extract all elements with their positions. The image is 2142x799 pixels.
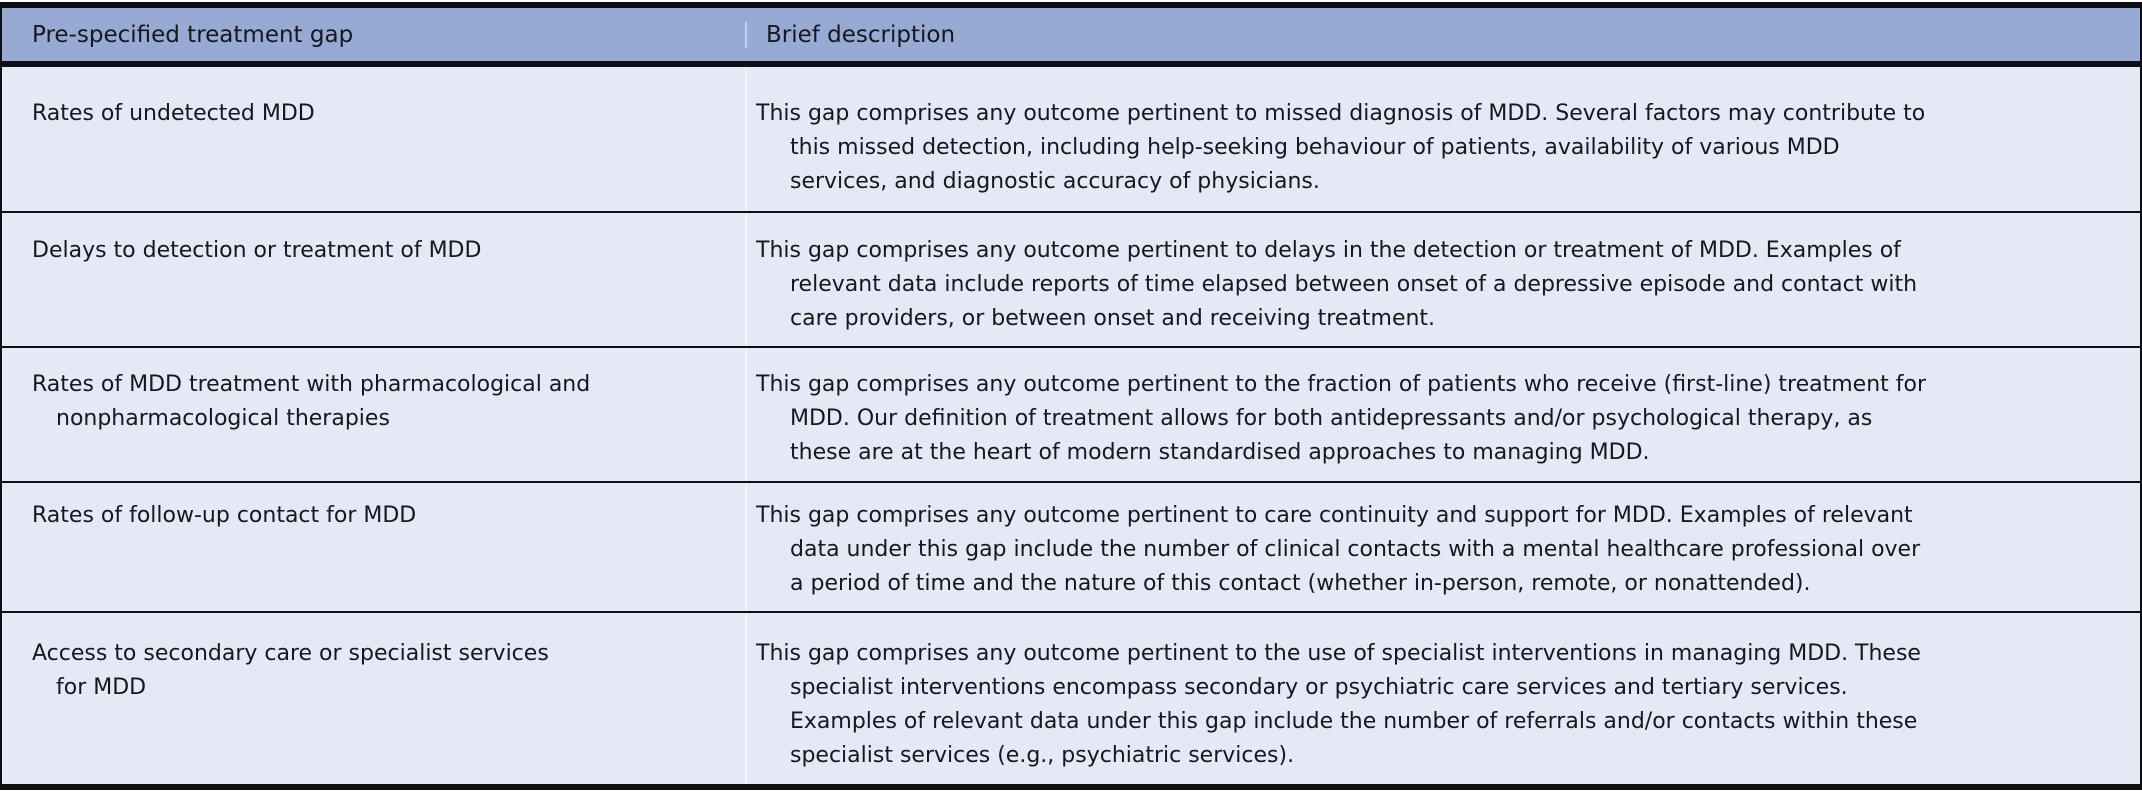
gap-text: Delays to detection or treatment of MDD (32, 238, 482, 263)
gap-text: Rates of follow-up contact for MDD (32, 503, 417, 528)
gap-cell: Rates of MDD treatment with pharmacologi… (2, 348, 745, 481)
description-cell: This gap comprises any outcome pertinent… (745, 483, 2140, 611)
description-text: This gap comprises any outcome pertinent… (756, 503, 1921, 596)
table-header-row: Pre-specified treatment gap Brief descri… (2, 8, 2140, 67)
gap-cell: Delays to detection or treatment of MDD (2, 213, 745, 346)
column-header-brief-description: Brief description (745, 22, 2140, 48)
description-cell: This gap comprises any outcome pertinent… (745, 213, 2140, 346)
column-header-treatment-gap: Pre-specified treatment gap (2, 22, 745, 48)
table-row: Rates of undetected MDD This gap compris… (2, 67, 2140, 211)
column-header-treatment-gap-label: Pre-specified treatment gap (32, 21, 354, 48)
gap-text: Rates of MDD treatment with pharmacologi… (32, 372, 591, 431)
gap-text: Rates of undetected MDD (32, 101, 315, 126)
description-text: This gap comprises any outcome pertinent… (756, 641, 1921, 768)
description-text: This gap comprises any outcome pertinent… (756, 101, 1926, 194)
gap-cell: Rates of follow-up contact for MDD (2, 483, 745, 611)
description-cell: This gap comprises any outcome pertinent… (745, 348, 2140, 481)
description-text: This gap comprises any outcome pertinent… (756, 238, 1918, 331)
description-cell: This gap comprises any outcome pertinent… (745, 67, 2140, 211)
table-row: Rates of follow-up contact for MDD This … (2, 481, 2140, 611)
gap-cell: Rates of undetected MDD (2, 67, 745, 211)
gap-cell: Access to secondary care or specialist s… (2, 613, 745, 784)
column-header-brief-description-label: Brief description (766, 21, 956, 48)
description-cell: This gap comprises any outcome pertinent… (745, 613, 2140, 784)
table-row: Access to secondary care or specialist s… (2, 611, 2140, 784)
gap-text: Access to secondary care or specialist s… (32, 641, 549, 700)
description-text: This gap comprises any outcome pertinent… (756, 372, 1927, 465)
table-row: Delays to detection or treatment of MDD … (2, 211, 2140, 346)
table-row: Rates of MDD treatment with pharmacologi… (2, 346, 2140, 481)
